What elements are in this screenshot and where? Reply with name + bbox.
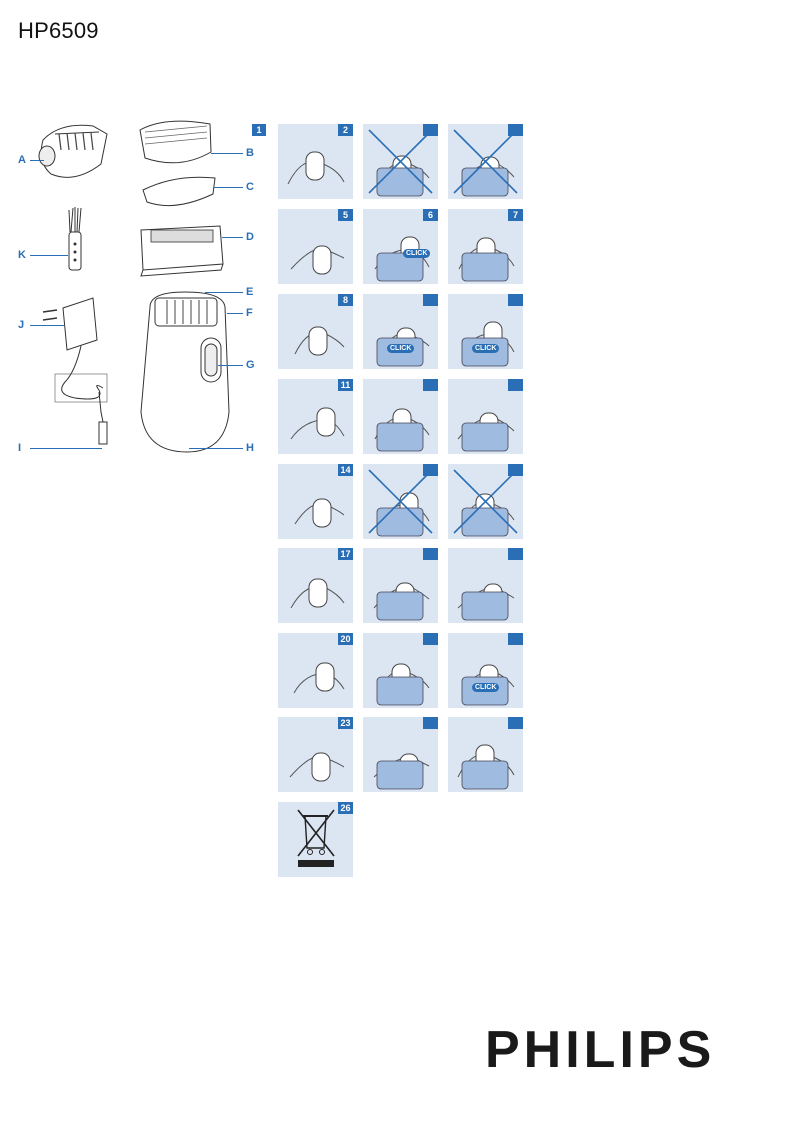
panel-number: 26	[338, 802, 353, 814]
panel-number: 10	[508, 294, 523, 306]
instruction-panel-26: 26	[278, 802, 353, 877]
instruction-panel-4: 4	[448, 124, 523, 199]
instruction-panel-8: 8	[278, 294, 353, 369]
part-label-e: E	[246, 286, 254, 298]
leader-g	[218, 365, 243, 366]
panel-number: 3	[423, 124, 438, 136]
part-label-h: H	[246, 442, 254, 454]
panel-number: 8	[338, 294, 353, 306]
panel-number: 17	[338, 548, 353, 560]
instruction-panel-11: 11	[278, 379, 353, 454]
instruction-panel-24: 24	[363, 717, 438, 792]
appliance-drawing	[140, 291, 230, 453]
instruction-panel-2: 2	[278, 124, 353, 199]
panel-number: 11	[338, 379, 353, 391]
part-a-drawing	[38, 124, 108, 178]
step-number-1: 1	[252, 124, 266, 136]
panel-number: 18	[423, 548, 438, 560]
instruction-panel-22: CLICK 22	[448, 633, 523, 708]
leader-e	[205, 292, 243, 293]
leader-h	[189, 448, 243, 449]
instruction-panel-23: 23	[278, 717, 353, 792]
leader-b	[211, 153, 243, 154]
part-k-drawing	[68, 207, 82, 271]
panel-number: 14	[338, 464, 353, 476]
part-label-j: J	[18, 319, 25, 331]
panel-number: 7	[508, 209, 523, 221]
panel-number: 15	[423, 464, 438, 476]
panel-number: 19	[508, 548, 523, 560]
part-j-drawing	[42, 297, 108, 445]
instruction-panel-19: 19	[448, 548, 523, 623]
panel-number: 6	[423, 209, 438, 221]
part-label-i: I	[18, 442, 22, 454]
part-label-d: D	[246, 231, 254, 243]
leader-a	[30, 160, 44, 161]
instruction-panel-15: 15	[363, 464, 438, 539]
click-badge: CLICK	[387, 344, 415, 353]
click-badge: CLICK	[403, 249, 431, 258]
instruction-panel-7: 7	[448, 209, 523, 284]
part-label-a: A	[18, 154, 26, 166]
instruction-panel-16: 16	[448, 464, 523, 539]
instruction-panel-9: CLICK 9	[363, 294, 438, 369]
panel-number: 5	[338, 209, 353, 221]
panel-number: 12	[423, 379, 438, 391]
part-label-b: B	[246, 147, 254, 159]
part-label-g: G	[246, 359, 255, 371]
instruction-panel-25: 25	[448, 717, 523, 792]
panel-number: 2	[338, 124, 353, 136]
part-c-drawing	[142, 176, 216, 207]
leader-k	[30, 255, 68, 256]
instruction-panel-12: 12	[363, 379, 438, 454]
panel-number: 24	[423, 717, 438, 729]
instruction-panel-17: 17	[278, 548, 353, 623]
instruction-panel-5: 5	[278, 209, 353, 284]
instruction-panel-3: 3	[363, 124, 438, 199]
panel-number: 22	[508, 633, 523, 645]
part-d-drawing	[140, 225, 224, 277]
leader-i	[30, 448, 102, 449]
instruction-panel-14: 14	[278, 464, 353, 539]
click-badge: CLICK	[472, 683, 500, 692]
panel-number: 4	[508, 124, 523, 136]
instruction-panel-6: CLICK 6	[363, 209, 438, 284]
instruction-panel-13: 13	[448, 379, 523, 454]
leader-f	[227, 313, 243, 314]
instruction-panel-21: 21	[363, 633, 438, 708]
panel-number: 13	[508, 379, 523, 391]
instruction-panel-10: CLICK 10	[448, 294, 523, 369]
philips-logo: PHILIPS	[485, 1021, 716, 1079]
instruction-panel-18: 18	[363, 548, 438, 623]
part-label-c: C	[246, 181, 254, 193]
panel-number: 16	[508, 464, 523, 476]
panel-number: 21	[423, 633, 438, 645]
leader-d	[222, 237, 243, 238]
instruction-panel-20: 20	[278, 633, 353, 708]
leader-c	[214, 187, 243, 188]
parts-overview: A B C D K E F J G I H	[15, 112, 277, 472]
panel-number: 20	[338, 633, 353, 645]
panel-number: 25	[508, 717, 523, 729]
part-b-drawing	[139, 120, 212, 164]
model-title: HP6509	[18, 18, 99, 43]
click-badge: CLICK	[472, 344, 500, 353]
panel-number: 9	[423, 294, 438, 306]
parts-drawing	[38, 120, 230, 453]
part-label-f: F	[246, 307, 253, 319]
part-label-k: K	[18, 249, 26, 261]
panel-number: 23	[338, 717, 353, 729]
leader-j	[30, 325, 64, 326]
